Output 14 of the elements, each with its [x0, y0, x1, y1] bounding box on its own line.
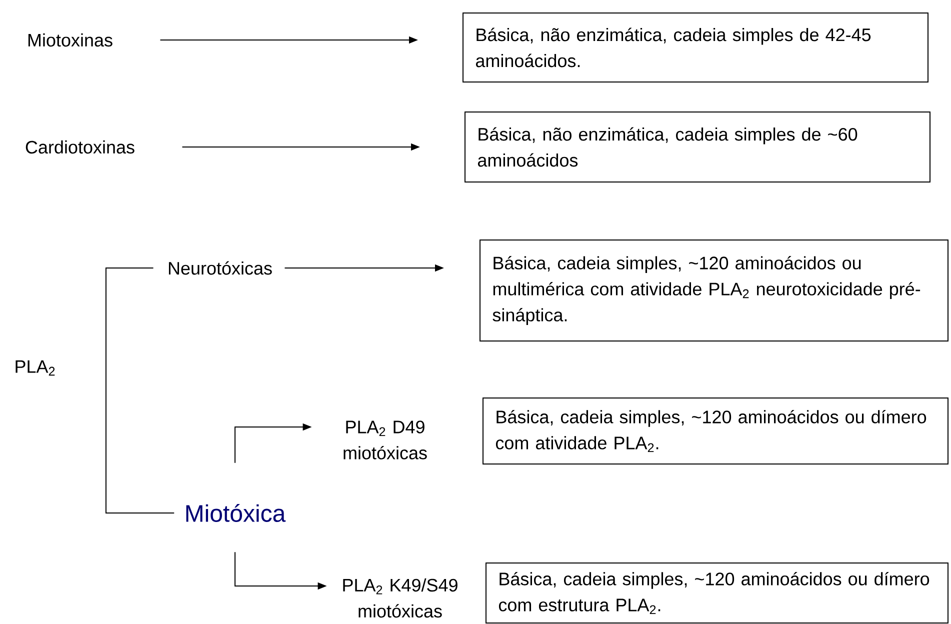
- group-label: Neurotóxicas: [168, 261, 272, 275]
- bracket-line: [105, 268, 154, 368]
- description-box: Básica, cadeia simples, ~120 aminoácidos ou multimérica com atividade PLA$_{2}$ neurotoxicidade pré-sináptica.: [480, 240, 948, 342]
- toxin-label: PLA$_{2}$: [16, 360, 55, 376]
- group-label: Miotóxica: [186, 504, 286, 522]
- description-box: Básica, não enzimática, cadeia simples de ~60 aminoácidos: [464, 112, 930, 182]
- bracket-line: [105, 368, 175, 514]
- description-box: Básica, cadeia simples, ~120 aminoácidos ou dímero com atividade PLA$_{2}$.: [482, 398, 948, 464]
- description-box: Básica, cadeia simples, ~120 aminoácidos ou dímero com estrutura PLA$_{2}$.: [486, 562, 948, 624]
- toxin-label: Cardiotoxinas: [26, 140, 134, 154]
- description-box: Básica, não enzimática, cadeia simples de 42-45 aminoácidos.: [462, 12, 928, 82]
- subgroup-label: PLA$_{2}$ D49 miotóxicas: [344, 420, 427, 460]
- toxin-label: Miotoxinas: [28, 33, 112, 47]
- subgroup-label: PLA$_{2}$ K49/S49 miotóxicas: [343, 578, 458, 618]
